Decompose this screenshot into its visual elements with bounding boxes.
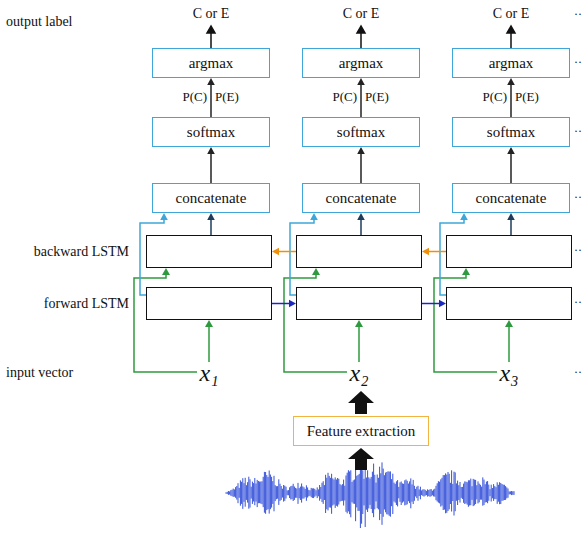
box-label: argmax <box>189 55 234 72</box>
probability: P(E) <box>215 90 239 104</box>
connector <box>207 78 215 117</box>
thick-arrow <box>348 448 374 470</box>
concatenate-box: concatenate <box>152 183 270 213</box>
connector <box>357 78 365 117</box>
row-label: output label <box>6 14 73 29</box>
ellipsis: ·· <box>574 244 582 257</box>
probability: P(C) <box>482 90 507 104</box>
connector <box>272 248 296 256</box>
connector <box>207 147 215 183</box>
backward-lstm-box <box>296 235 422 268</box>
ellipsis: ·· <box>574 296 582 309</box>
argmax-box: argmax <box>452 48 570 78</box>
forward-lstm-box: forward LSTM <box>146 287 272 320</box>
input-symbol: x₂ <box>350 360 369 386</box>
connector <box>272 300 296 308</box>
ellipsis: ·· <box>574 191 582 204</box>
probability: P(E) <box>515 90 539 104</box>
ellipsis: ·· <box>574 56 582 69</box>
backward-lstm-box: backward LSTM <box>146 235 272 268</box>
feature-extraction-box: Feature extraction <box>293 416 429 446</box>
concatenate-box: concatenate <box>302 183 420 213</box>
audio-waveform <box>226 455 514 528</box>
softmax-box: softmax <box>302 117 420 147</box>
argmax-box: argmax <box>152 48 270 78</box>
ellipsis: ·· <box>574 125 582 138</box>
connector <box>357 213 365 235</box>
layer-heading: forward LSTM <box>44 296 129 312</box>
thick-arrow <box>348 391 374 414</box>
connector <box>357 147 365 183</box>
concatenate-box: concatenate <box>452 183 570 213</box>
backward-lstm-box <box>446 235 572 268</box>
ellipsis: ·· <box>574 366 582 379</box>
output-value: C or E <box>193 6 230 21</box>
forward-lstm-box <box>296 287 422 320</box>
box-label: softmax <box>337 124 385 141</box>
probability: P(E) <box>365 90 389 104</box>
box-label: softmax <box>187 124 235 141</box>
box-label: concatenate <box>326 190 397 207</box>
box-label: Feature extraction <box>307 423 416 440</box>
connector <box>207 213 215 235</box>
layer-heading: backward LSTM <box>34 244 129 260</box>
output-value: C or E <box>343 6 380 21</box>
row-label: input vector <box>6 365 73 380</box>
output-value: C or E <box>493 6 530 21</box>
box-label: argmax <box>339 55 384 72</box>
input-symbol: x₃ <box>500 360 519 386</box>
argmax-box: argmax <box>302 48 420 78</box>
box-label: concatenate <box>476 190 547 207</box>
input-symbol: x₁ <box>200 360 219 386</box>
box-label: softmax <box>487 124 535 141</box>
box-label: concatenate <box>176 190 247 207</box>
connector <box>507 78 515 117</box>
softmax-box: softmax <box>452 117 570 147</box>
waveform-strokes <box>226 455 514 528</box>
connector <box>422 300 446 308</box>
connector <box>422 248 446 256</box>
box-label: argmax <box>489 55 534 72</box>
connector <box>507 147 515 183</box>
softmax-box: softmax <box>152 117 270 147</box>
probability: P(C) <box>182 90 207 104</box>
ellipsis: ·· <box>574 8 582 21</box>
connector <box>507 213 515 235</box>
output-arrows <box>207 26 515 48</box>
probability: P(C) <box>332 90 357 104</box>
forward-lstm-box <box>446 287 572 320</box>
